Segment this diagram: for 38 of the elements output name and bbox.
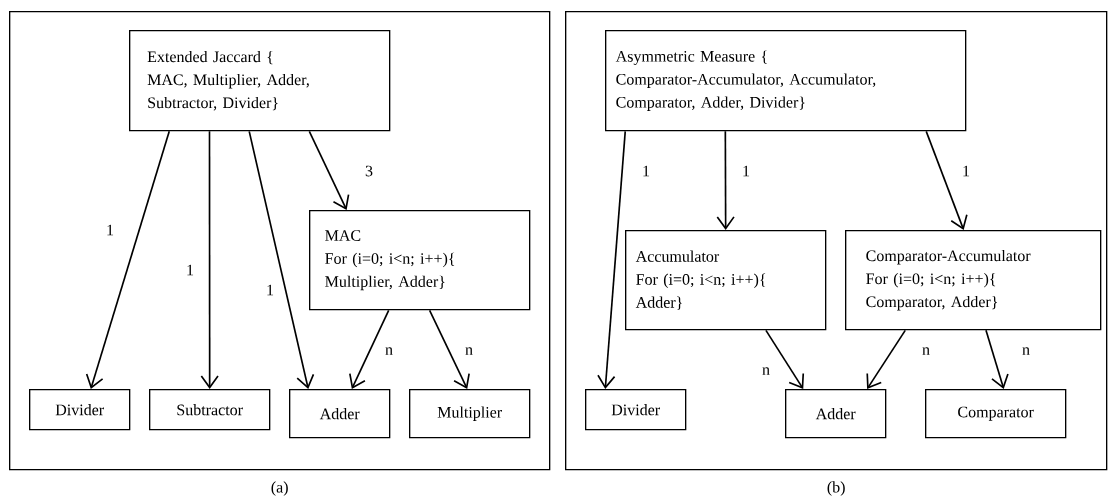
- panel-caption: (a): [271, 481, 288, 496]
- component-box: Extended Jaccard { MAC, Multiplier, Adder, Subtractor, Divider}: [129, 30, 391, 132]
- edge-label: n: [383, 345, 395, 357]
- arrow: [248, 130, 315, 389]
- arrow: [925, 130, 968, 230]
- arrow: [200, 130, 219, 389]
- arrow: [985, 329, 1009, 389]
- edge-label: 1: [960, 164, 972, 178]
- component-box: Asymmetric Measure { Comparator-Accumulator, Accumulator, Comparator, Adder, Divider}: [605, 30, 967, 132]
- component-box: Multiplier: [409, 389, 531, 439]
- edge-label: n: [920, 345, 932, 357]
- component-box: Accumulator For (i=0; i<n; i++){ Adder}: [625, 230, 827, 331]
- arrow: [597, 130, 627, 389]
- edge-label: 1: [740, 164, 752, 178]
- arrow: [85, 130, 171, 389]
- edge-label: 1: [104, 223, 116, 237]
- edge-label: 1: [640, 164, 652, 178]
- component-box: MAC For (i=0; i<n; i++){ Multiplier, Adder}: [309, 210, 531, 311]
- arrow: [765, 329, 805, 389]
- component-box: Adder: [785, 389, 887, 439]
- edge-label: n: [1020, 345, 1032, 357]
- arrow: [308, 130, 350, 210]
- component-box: Divider: [29, 389, 131, 431]
- component-box: Divider: [585, 389, 687, 431]
- edge-label: 1: [264, 283, 276, 297]
- arrow: [716, 130, 735, 230]
- component-box: Comparator-Accumulator For (i=0; i<n; i++){ Comparator, Adder}: [845, 230, 1102, 331]
- component-box: Comparator: [925, 389, 1067, 439]
- edge-label: 3: [363, 163, 375, 179]
- edge-label: 1: [184, 263, 196, 277]
- panel-caption: (b): [827, 481, 845, 496]
- edge-label: n: [760, 365, 772, 377]
- arrow: [428, 309, 470, 389]
- component-box: Adder: [289, 389, 391, 439]
- edge-label: n: [463, 345, 475, 357]
- arrow: [866, 329, 907, 389]
- arrow: [349, 309, 390, 389]
- component-box: Subtractor: [149, 389, 271, 431]
